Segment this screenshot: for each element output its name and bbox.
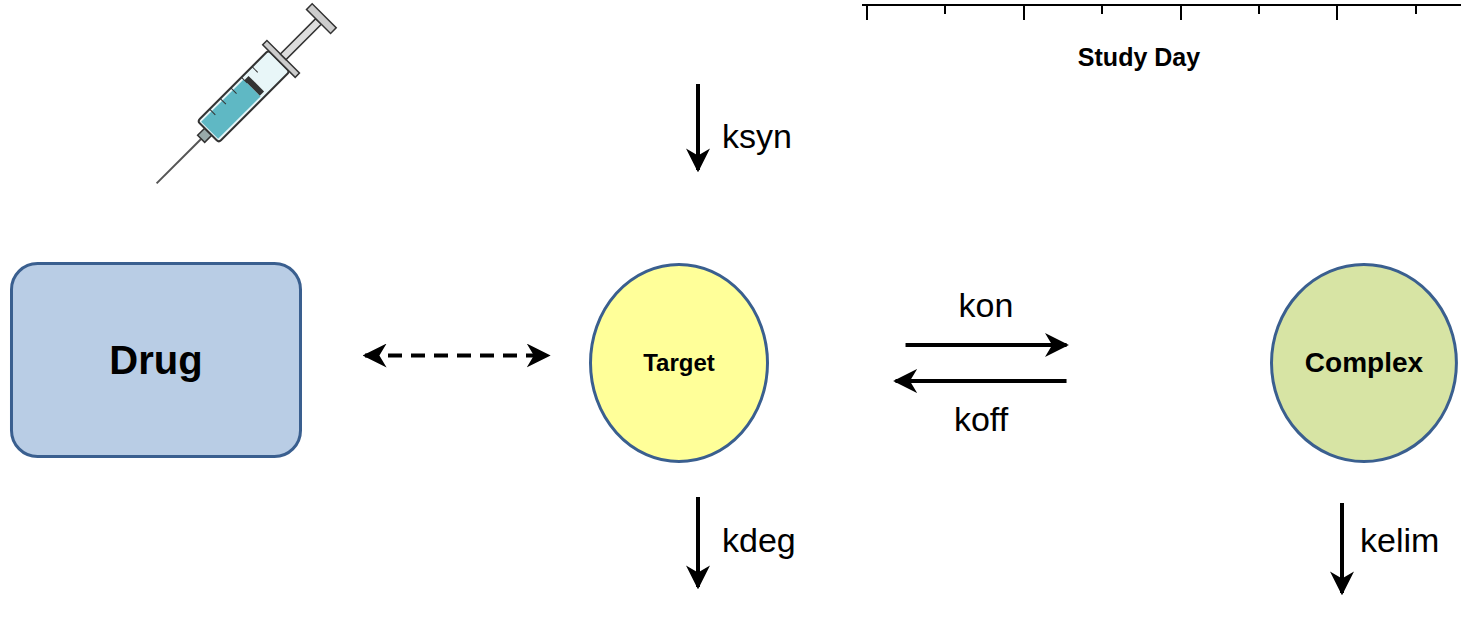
- target-ellipse: Target: [589, 263, 769, 463]
- reaction-arrow: [906, 343, 1067, 347]
- syringe-icon: [140, 0, 340, 200]
- reaction-arrow: [896, 379, 1067, 383]
- elimination-arrow: [1340, 503, 1344, 593]
- rate-constant: ksyn: [722, 118, 792, 155]
- synthesis-arrow: [696, 84, 700, 170]
- rate-constant: koff: [951, 401, 1011, 438]
- chart-axis: [862, 5, 1461, 20]
- node-label: Complex: [1305, 347, 1423, 379]
- rate-constant: kdeg: [722, 522, 796, 559]
- complex-ellipse: Complex: [1270, 263, 1458, 463]
- rate-constant: kon: [956, 287, 1017, 324]
- rate-constant: kelim: [1360, 522, 1439, 559]
- degradation-arrow: [696, 497, 700, 587]
- drug-box: Drug: [10, 262, 302, 458]
- node-label: Target: [643, 349, 715, 377]
- dashed-connector: [365, 354, 548, 358]
- node-label: Drug: [109, 338, 202, 383]
- axis-title: Study Day: [1078, 44, 1200, 72]
